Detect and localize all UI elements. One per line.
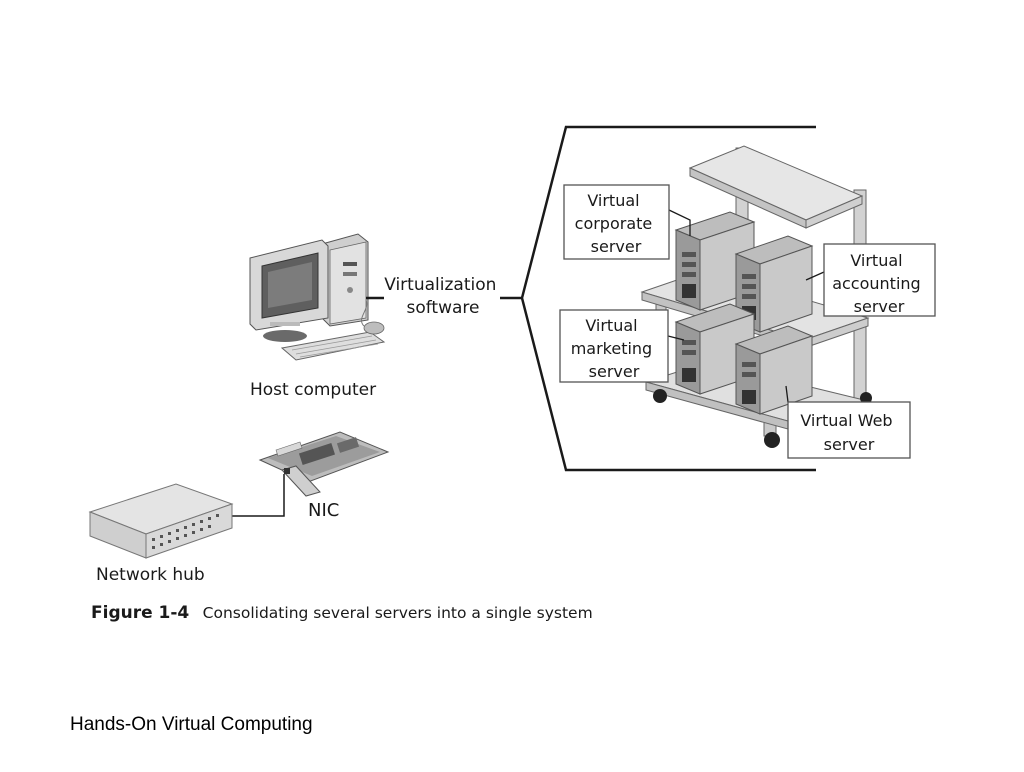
web-server-callout: Virtual Web server [787, 401, 911, 459]
figure-number: Figure 1-4 [91, 603, 189, 623]
host-computer-icon [249, 233, 386, 361]
svg-text:Virtual corporate: Virtual corporate server [575, 191, 658, 256]
nic-card-icon [258, 431, 390, 497]
figure-caption: Figure 1-4 Consolidating several servers… [91, 603, 593, 623]
web-server-icon [734, 325, 814, 415]
svg-text:Virtual marketing: Virtual marketing server [571, 316, 658, 381]
network-hub-label: Network hub [96, 565, 205, 585]
corporate-server-callout: Virtual corporate server [563, 184, 670, 260]
callout-leader-lines [667, 209, 825, 403]
accounting-server-icon [734, 235, 814, 333]
figure-caption-text: Consolidating several servers into a sin… [203, 604, 593, 622]
hub-nic-connector-line [226, 474, 285, 517]
accounting-server-callout: Virtual accounting server [823, 243, 936, 317]
bracket-line [520, 125, 816, 472]
network-hub-icon [88, 483, 234, 559]
svg-text:Virtual Web server: Virtual Web server [800, 411, 897, 454]
corporate-server-icon [674, 211, 756, 311]
footer-text: Hands-On Virtual Computing [70, 714, 313, 735]
virtualization-software-label: Virtualization software [384, 275, 502, 318]
svg-text:Virtual accounting: Virtual accounting server [832, 251, 926, 316]
host-computer-label: Host computer [250, 380, 376, 400]
marketing-server-callout: Virtual marketing server [559, 309, 669, 383]
nic-label: NIC [308, 500, 339, 521]
